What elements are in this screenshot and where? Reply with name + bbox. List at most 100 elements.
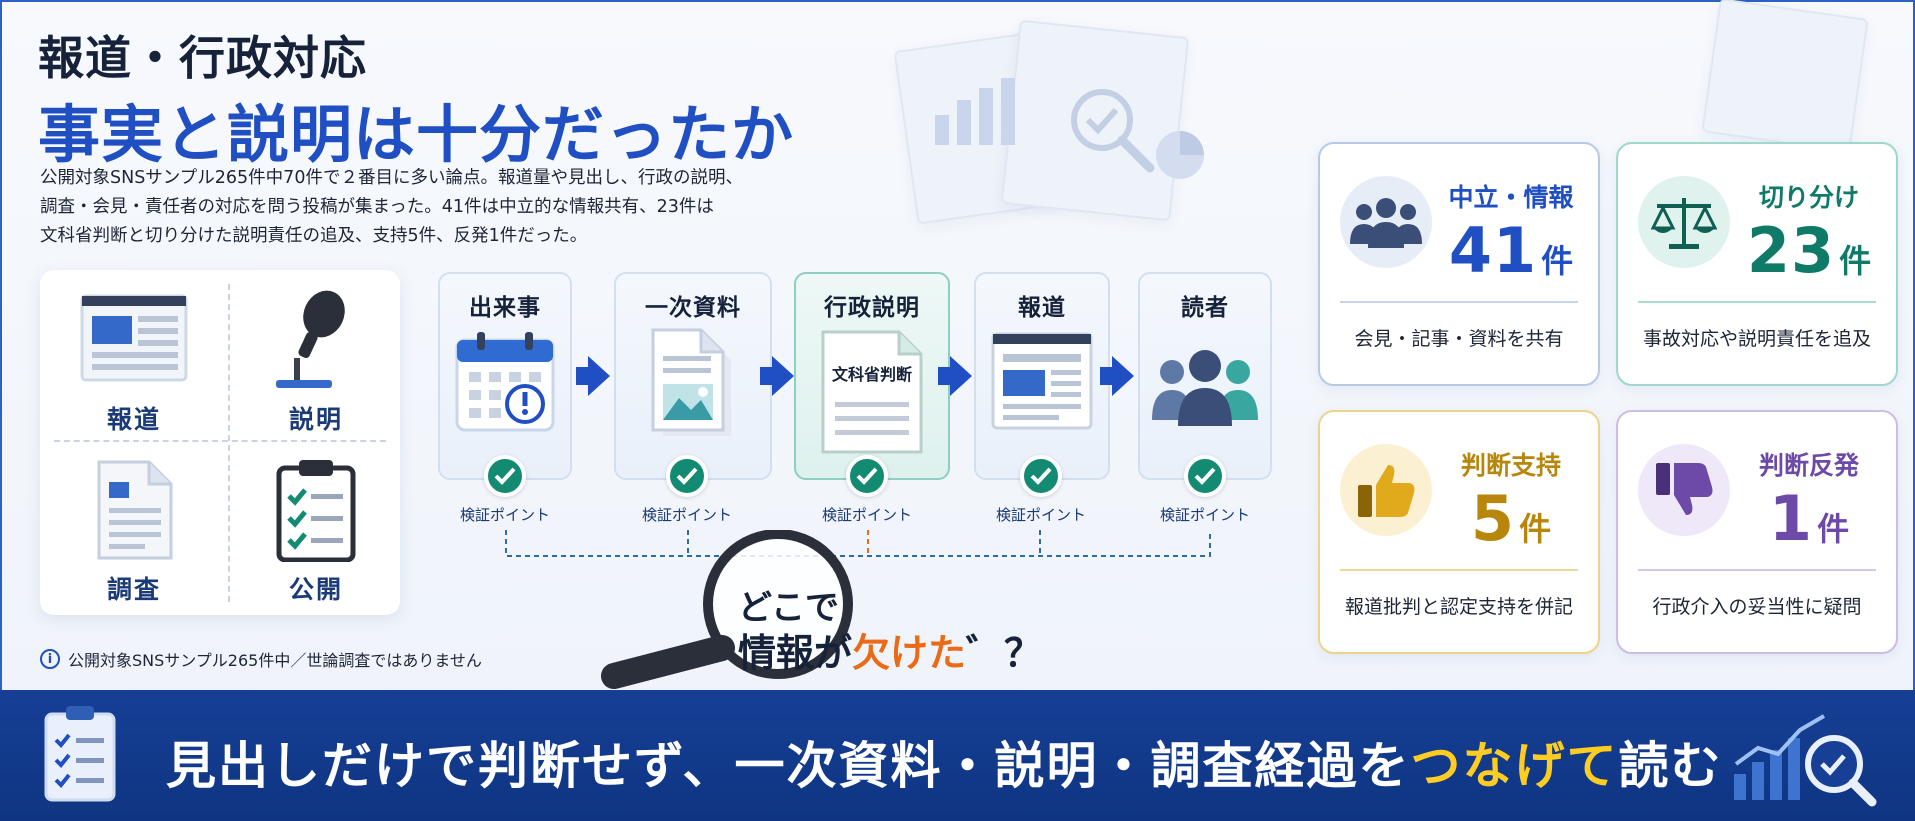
- document-icon: [97, 460, 173, 560]
- people-icon: [1152, 350, 1258, 426]
- stat-unit: 件: [1541, 242, 1574, 280]
- banner-text: 見出しだけで判断せず、一次資料・説明・調査経過を: [166, 737, 1411, 795]
- clipboard-checklist-icon: [276, 460, 356, 562]
- topic-label: 報道: [106, 405, 161, 434]
- stat-category: 中立・情報: [1448, 183, 1574, 212]
- flow-arrow: [588, 356, 610, 396]
- checkpoint-label: 検証ポイント: [1159, 506, 1250, 524]
- checkpoint-icon: [1020, 455, 1062, 497]
- stat-description: 会見・記事・資料を共有: [1354, 328, 1564, 350]
- stat-number: 23: [1746, 214, 1836, 287]
- divider: [1340, 301, 1578, 303]
- question-line: 情報が欠けた゛？: [738, 622, 1042, 677]
- topic-cell-investigation: 調査: [54, 448, 214, 608]
- stage-label: 一次資料: [645, 295, 741, 321]
- flow-arrow: [950, 356, 972, 396]
- document-image-icon: [651, 328, 731, 436]
- stage-label: 行政説明: [824, 295, 920, 321]
- stat-number: 1: [1768, 482, 1814, 555]
- stat-category: 切り分け: [1758, 183, 1859, 212]
- stat-description: 事故対応や説明責任を追及: [1642, 328, 1871, 350]
- flow-arrow: [576, 367, 590, 385]
- bottom-banner: 見出しだけで判断せず、一次資料・説明・調査経過をつなげて読む: [0, 690, 1915, 821]
- flow-arrow: [772, 356, 794, 396]
- note-text: 公開対象SNSサンプル265件中／世論調査ではありません: [68, 651, 482, 670]
- flow-arrow: [1100, 367, 1114, 385]
- divider: [1638, 569, 1876, 571]
- stage-label: 読者: [1181, 295, 1229, 321]
- question-text: 情報が: [738, 631, 853, 675]
- checkpoint-icon: [1184, 455, 1226, 497]
- lead-line: 調査・会見・責任者の対応を問う投稿が集まった。41件は中立的な情報共有、23件は: [40, 197, 714, 217]
- lead-paragraph: 公開対象SNSサンプル265件中70件で２番目に多い論点。報道量や見出し、行政の…: [40, 164, 800, 251]
- banner-message: 見出しだけで判断せず、一次資料・説明・調査経過をつなげて読む: [166, 726, 1723, 798]
- banner-text: 読む: [1618, 737, 1723, 795]
- checkpoint-connector: [505, 530, 1211, 557]
- stat-unit: 件: [1839, 242, 1872, 280]
- sample-note: i 公開対象SNSサンプル265件中／世論調査ではありません: [40, 647, 482, 671]
- divider: [54, 440, 386, 442]
- newspaper-icon: [80, 294, 188, 382]
- chart-magnifier-icon: [1734, 714, 1877, 807]
- thumbs-down-icon: [1638, 444, 1730, 536]
- divider: [1638, 301, 1876, 303]
- newspaper-icon: [991, 332, 1093, 430]
- stat-category: 判断反発: [1758, 451, 1859, 480]
- stat-unit: 件: [1519, 510, 1552, 548]
- flow-stage-press: 報道: [974, 272, 1110, 480]
- question-highlight: 欠けた: [852, 631, 967, 675]
- stat-category: 判断支持: [1460, 451, 1561, 480]
- lead-line: 文科省判断と切り分けた説明責任の追及、支持5件、反発1件だった。: [40, 226, 588, 246]
- checkpoint-icon: [484, 455, 526, 497]
- checkpoint-label: 検証ポイント: [641, 506, 732, 524]
- flow-arrow: [1112, 356, 1134, 396]
- thumbs-up-icon: [1340, 444, 1432, 536]
- stat-description: 行政介入の妥当性に疑問: [1652, 596, 1862, 618]
- checkpoint-label: 検証ポイント: [459, 506, 550, 524]
- clipboard-checklist-icon: [44, 706, 116, 802]
- checkpoint-label: 検証ポイント: [995, 506, 1086, 524]
- topic-cell-disclosure: 公開: [236, 448, 396, 608]
- magnifier-check-icon: [1071, 89, 1155, 173]
- banner-highlight: つなげて: [1410, 737, 1619, 795]
- lead-line: 公開対象SNSサンプル265件中70件で２番目に多い論点。報道量や見出し、行政の…: [40, 168, 743, 188]
- flow-stage-readers: 読者: [1138, 272, 1272, 480]
- document-text: 文科省判断: [832, 365, 912, 384]
- topic-icon-card: 報道 説明 調査 公開: [40, 270, 400, 615]
- pie-chart-icon: [1156, 131, 1204, 179]
- calendar-alert-icon: [455, 332, 555, 432]
- flow-stage-primary-source: 一次資料: [614, 272, 772, 480]
- checkpoint-label: 検証ポイント: [821, 506, 912, 524]
- flow-arrow: [938, 367, 952, 385]
- topic-cell-explanation: 説明: [236, 278, 396, 438]
- topic-label: 調査: [106, 575, 161, 604]
- page-headline: 事実と説明は十分だったか: [38, 98, 795, 171]
- magnifier-icon: [601, 530, 853, 689]
- topic-cell-press: 報道: [54, 278, 214, 438]
- scale-icon: [1638, 176, 1730, 268]
- flow-arrow: [760, 367, 774, 385]
- bar-chart-icon: [935, 78, 1015, 145]
- microphone-icon: [276, 290, 345, 388]
- checkpoint-icon: [666, 455, 708, 497]
- stage-label: 出来事: [469, 295, 541, 321]
- divider: [228, 284, 230, 602]
- topic-label: 公開: [288, 575, 343, 604]
- stat-number: 41: [1448, 214, 1538, 287]
- divider: [1340, 569, 1578, 571]
- flow-stage-event: 出来事: [438, 272, 572, 480]
- checkpoint-icon: [846, 455, 888, 497]
- topic-label: 説明: [288, 405, 343, 434]
- stage-label: 報道: [1018, 295, 1066, 321]
- people-icon: [1340, 176, 1432, 268]
- flow-stage-admin-explanation: 行政説明 文科省判断: [794, 272, 950, 480]
